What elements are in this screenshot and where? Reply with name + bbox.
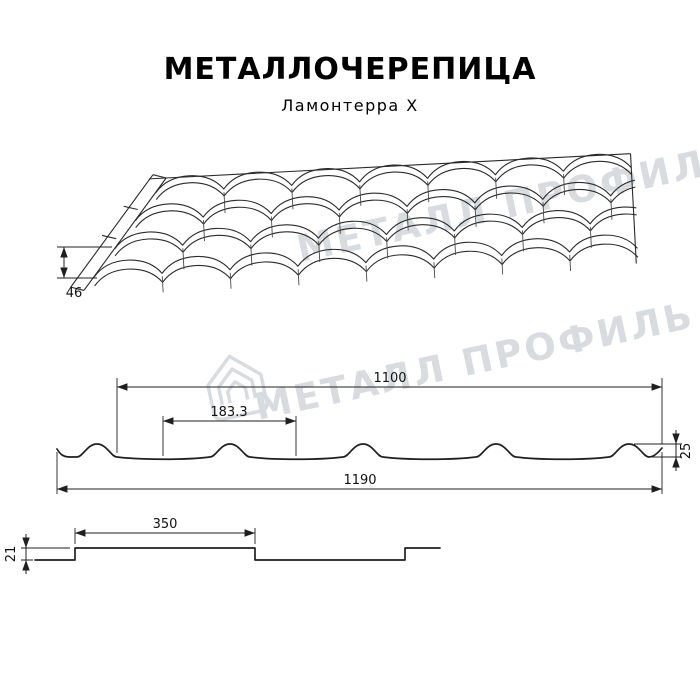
tile-row-1 <box>155 153 632 193</box>
dim-label-46: 46 <box>66 286 83 301</box>
watermark-text-lower: МЕТАЛЛ ПРОФИЛЬ <box>251 294 699 429</box>
ridge-line <box>149 153 631 180</box>
length-step-section: 350 21 <box>4 517 441 574</box>
dim-label-350: 350 <box>153 517 178 532</box>
page-subtitle: Ламонтерра X <box>281 96 419 115</box>
dimension-profile-height: 25 <box>634 430 694 471</box>
dim-label-21: 21 <box>4 546 19 563</box>
dimension-sheet-width: 1190 <box>56 452 663 494</box>
step-profile-line <box>34 547 441 561</box>
dim-label-25: 25 <box>679 443 694 460</box>
dimension-cover-width: 1100 <box>116 371 663 453</box>
profile-cross-section: 1100 183.3 25 1190 <box>56 371 694 494</box>
dim-label-183: 183.3 <box>210 405 247 420</box>
dimension-module-length: 350 <box>74 517 256 544</box>
dim-label-1100: 1100 <box>373 371 406 386</box>
dimension-wave-pitch: 183.3 <box>162 405 297 456</box>
profile-curve <box>56 443 663 461</box>
ext-lines-21 <box>21 547 70 561</box>
tile-pan-joint-lines <box>161 174 613 293</box>
dim-label-1190: 1190 <box>343 473 376 488</box>
roof-right-edge <box>629 153 637 264</box>
gable-barge-strip <box>70 174 167 291</box>
dimension-step-depth: 21 <box>4 534 70 574</box>
watermark: МЕТАЛЛ ПРОФИЛЬ МЕТАЛЛ ПРОФИЛЬ <box>206 136 700 429</box>
dimension-roof-step: 46 <box>57 246 112 301</box>
page-title: МЕТАЛЛОЧЕРЕПИЦА <box>163 52 537 87</box>
roof-3d-view <box>70 153 641 293</box>
